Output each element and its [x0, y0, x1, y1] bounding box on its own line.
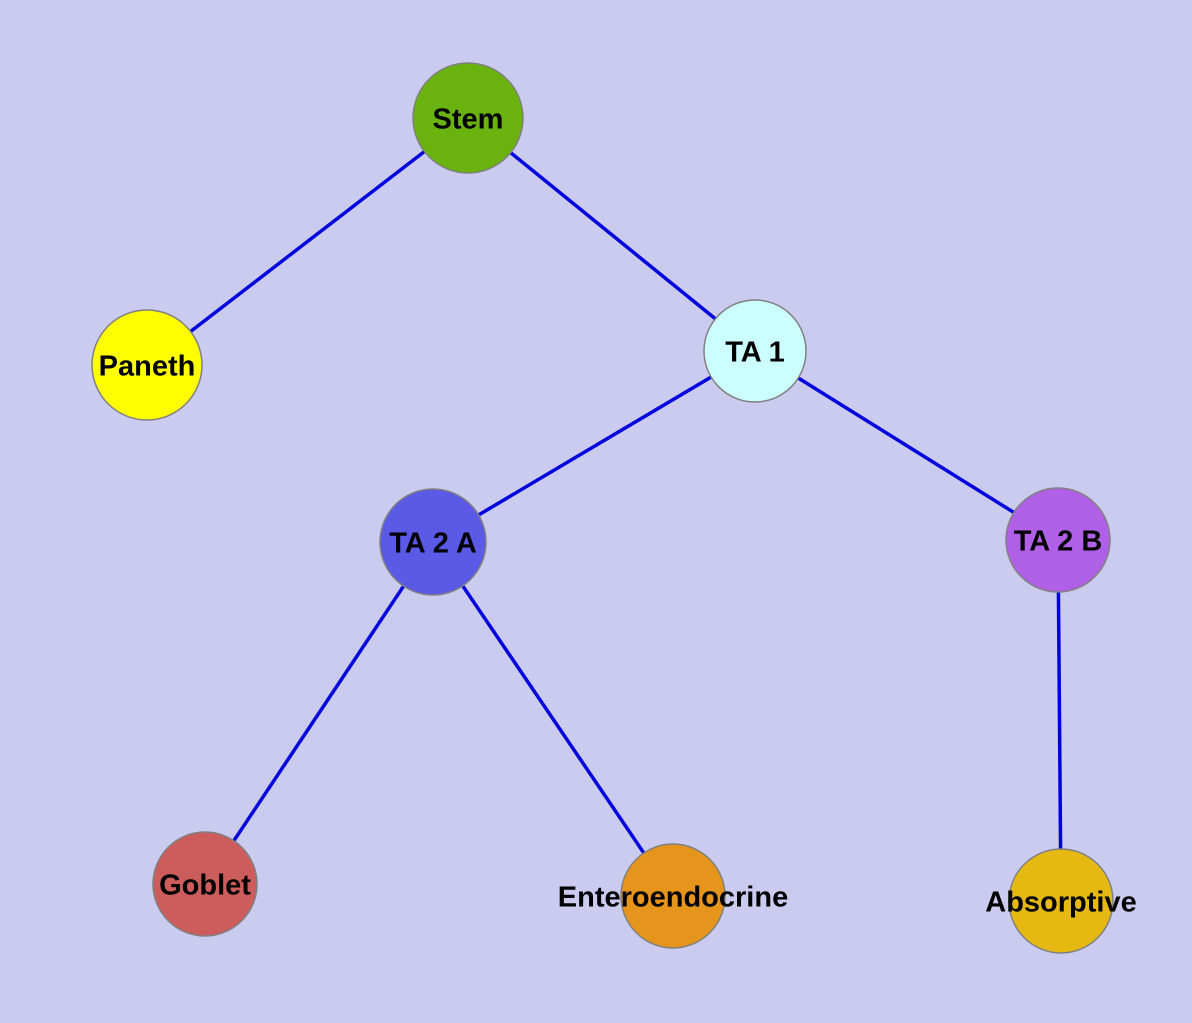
- node-paneth: [91, 309, 203, 421]
- node-ta2b: [1005, 487, 1111, 593]
- node-label-absorptive: Absorptive: [985, 886, 1136, 918]
- node-absorptive: [1008, 848, 1114, 954]
- node-label-ta1: TA 1: [725, 336, 785, 368]
- node-label-stem: Stem: [433, 103, 504, 135]
- edge-ta2a-enteroendocrine: [431, 541, 675, 897]
- edge-stem-ta1: [466, 116, 757, 353]
- node-label-enteroendocrine: Enteroendocrine: [558, 881, 788, 913]
- node-ta1: [703, 299, 807, 403]
- node-label-ta2a: TA 2 A: [389, 527, 477, 559]
- node-label-goblet: Goblet: [159, 869, 251, 901]
- node-goblet: [152, 831, 258, 937]
- edge-ta1-ta2a: [432, 349, 756, 544]
- edge-ta1-ta2b: [754, 349, 1059, 542]
- node-label-paneth: Paneth: [99, 350, 196, 382]
- edges-layer: [145, 116, 1063, 902]
- node-ta2a: [379, 488, 487, 596]
- edge-stem-paneth: [145, 116, 470, 367]
- edge-ta2a-goblet: [203, 541, 435, 885]
- edge-ta2b-absorptive: [1056, 539, 1063, 902]
- node-label-ta2b: TA 2 B: [1014, 525, 1103, 557]
- node-stem: [412, 62, 524, 174]
- node-enteroendocrine: [620, 843, 726, 949]
- nodes-layer: [91, 62, 1114, 954]
